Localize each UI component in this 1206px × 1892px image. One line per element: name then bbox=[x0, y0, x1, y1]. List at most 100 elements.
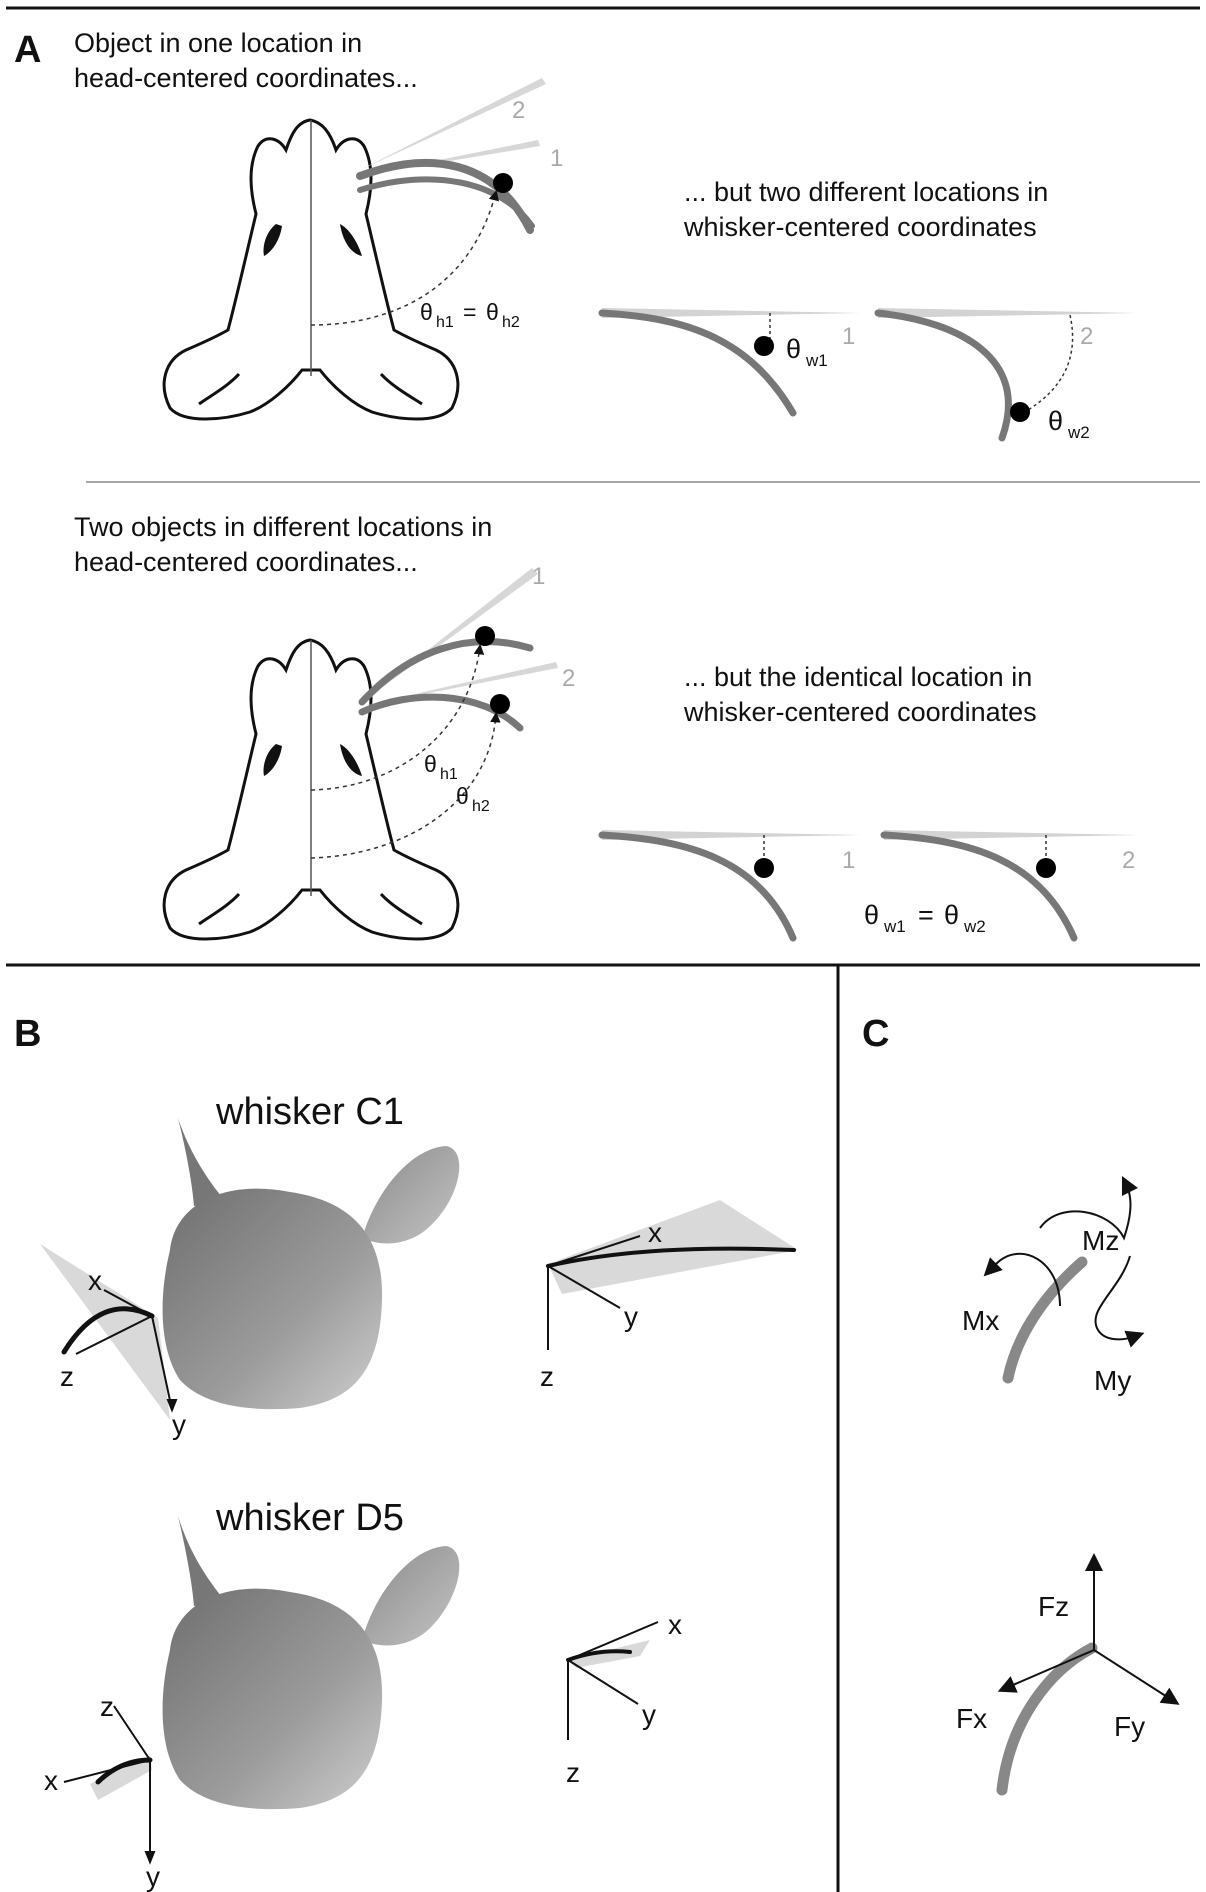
whisker-plane-c1-iso bbox=[548, 1200, 798, 1294]
whisker-d5-head bbox=[95, 1757, 153, 1785]
svg-text:θ: θ bbox=[486, 299, 499, 325]
axis-z-c1-head: z bbox=[60, 1361, 74, 1392]
axes-c1-head bbox=[75, 1289, 178, 1413]
svg-text:w1: w1 bbox=[805, 351, 828, 370]
bottom-right-caption-line1: ... but the identical location in bbox=[684, 662, 1032, 692]
axis-y-c1-iso: y bbox=[624, 1301, 638, 1332]
theta-h-arc-top bbox=[310, 189, 499, 326]
object-dot-bottom-1 bbox=[475, 626, 495, 646]
object-dot-bottom-2 bbox=[490, 694, 510, 714]
panel-c-label: C bbox=[862, 1013, 889, 1055]
head-whisker-num-2-top: 2 bbox=[512, 97, 525, 124]
svg-text:h1: h1 bbox=[440, 766, 458, 783]
head-whisker-num-1-top: 1 bbox=[550, 145, 563, 172]
whisker-moment bbox=[1002, 1256, 1088, 1384]
top-right-caption-line1: ... but two different locations in bbox=[684, 177, 1048, 207]
w2-num-bottom: 2 bbox=[1122, 847, 1135, 874]
force-fy-label: Fy bbox=[1114, 1711, 1145, 1742]
svg-text:θ: θ bbox=[424, 751, 437, 777]
w2-num-top: 2 bbox=[1080, 323, 1093, 350]
whisker-c1-title: whisker C1 bbox=[215, 1091, 404, 1133]
w1-num-bottom: 1 bbox=[842, 847, 855, 874]
rat-eye-right-icon bbox=[340, 744, 362, 776]
axes-d5-iso bbox=[567, 1621, 659, 1740]
moment-mx-label: Mx bbox=[962, 1305, 999, 1336]
whisker-d5-title: whisker D5 bbox=[215, 1497, 404, 1539]
theta-h2-label: θ h2 bbox=[456, 783, 490, 815]
panel-a-top: Object in one location in head-centered … bbox=[74, 28, 1138, 442]
whisker-c1-head bbox=[61, 1306, 155, 1355]
axis-y-d5-head: y bbox=[146, 1861, 160, 1892]
panel-a-bottom: Two objects in different locations in he… bbox=[74, 512, 1140, 942]
head-whisker-num-1-bottom: 1 bbox=[532, 563, 545, 590]
svg-text:w2: w2 bbox=[1067, 423, 1090, 442]
theta-w-equation-bottom: θ w1 = θ w2 bbox=[864, 900, 986, 936]
theta-h1-label: θ h1 bbox=[424, 751, 458, 783]
bottom-caption-line1: Two objects in different locations in bbox=[74, 512, 492, 542]
whisker-plane-d5-iso bbox=[568, 1640, 650, 1668]
theta-h1-arc bbox=[310, 643, 485, 791]
svg-text:θ: θ bbox=[864, 900, 879, 930]
axis-y-d5-iso: y bbox=[642, 1699, 656, 1730]
whisker-plane-d5 bbox=[90, 1756, 152, 1800]
top-caption-line1: Object in one location in bbox=[74, 28, 362, 58]
theta-w2-top: θ w2 bbox=[1048, 406, 1090, 442]
svg-text:=: = bbox=[463, 299, 476, 325]
whisker-frame-w2-bottom bbox=[880, 830, 1140, 942]
theta-w1-top: θ w1 bbox=[786, 334, 828, 370]
force-fz-label: Fz bbox=[1038, 1591, 1069, 1622]
bottom-right-caption-line2: whisker-centered coordinates bbox=[683, 697, 1037, 727]
svg-text:θ: θ bbox=[786, 334, 801, 364]
svg-text:θ: θ bbox=[456, 783, 469, 809]
theta-h2-arc bbox=[310, 711, 501, 859]
rat-head-3d-d5 bbox=[162, 1516, 460, 1810]
rat-eye-left-icon bbox=[263, 224, 282, 256]
axes-d5-head bbox=[63, 1705, 156, 1865]
axis-x-d5-head: x bbox=[44, 1765, 58, 1796]
panel-c-forces: Fz Fx Fy bbox=[956, 1553, 1180, 1796]
moment-arrows bbox=[983, 1175, 1145, 1348]
moment-my-label: My bbox=[1094, 1365, 1131, 1396]
whisker-plane-c1 bbox=[40, 1244, 170, 1420]
moment-mz-label: Mz bbox=[1082, 1225, 1119, 1256]
whisker-c1-iso bbox=[546, 1246, 796, 1268]
head-whiskers-top bbox=[356, 78, 546, 234]
panel-b-c1: whisker C1 x z y x y z bbox=[40, 1091, 798, 1440]
svg-text:w1: w1 bbox=[883, 917, 906, 936]
rat-head-3d-c1 bbox=[162, 1118, 460, 1410]
whisker-frame-w2-top bbox=[874, 308, 1138, 442]
axes-c1-iso bbox=[547, 1235, 641, 1350]
svg-text:=: = bbox=[918, 900, 934, 930]
rat-eye-right-icon bbox=[340, 224, 362, 256]
whisker-frame-w1-bottom bbox=[598, 830, 862, 942]
axis-z-d5-head: z bbox=[100, 1691, 114, 1722]
force-arrows bbox=[997, 1553, 1180, 1705]
axis-x-d5-iso: x bbox=[668, 1609, 682, 1640]
top-right-caption-line2: whisker-centered coordinates bbox=[683, 212, 1037, 242]
theta-h-equation: θ h1 = θ h2 bbox=[420, 299, 520, 331]
axis-z-c1-iso: z bbox=[540, 1361, 554, 1392]
force-fx-label: Fx bbox=[956, 1703, 987, 1734]
object-dot-top bbox=[493, 173, 513, 193]
svg-text:h2: h2 bbox=[502, 314, 520, 331]
panel-b-d5: whisker D5 z x y x y z bbox=[44, 1497, 682, 1892]
axis-x-c1-head: x bbox=[88, 1265, 102, 1296]
head-whisker-num-2-bottom: 2 bbox=[562, 665, 575, 692]
svg-text:θ: θ bbox=[420, 299, 433, 325]
svg-text:w2: w2 bbox=[963, 917, 986, 936]
svg-text:h2: h2 bbox=[472, 798, 490, 815]
svg-text:h1: h1 bbox=[436, 314, 454, 331]
axis-y-c1-head: y bbox=[172, 1409, 186, 1440]
head-whiskers-bottom bbox=[358, 568, 558, 732]
panel-c-moments: Mx My Mz bbox=[962, 1175, 1145, 1396]
top-caption-line2: head-centered coordinates... bbox=[74, 63, 418, 93]
rat-eye-left-icon bbox=[263, 744, 282, 776]
axis-z-d5-iso: z bbox=[566, 1757, 580, 1788]
panel-b-label: B bbox=[14, 1013, 41, 1055]
panel-a-label: A bbox=[14, 29, 41, 71]
whisker-frame-w1-top bbox=[598, 308, 862, 417]
bottom-caption-line2: head-centered coordinates... bbox=[74, 547, 418, 577]
svg-text:θ: θ bbox=[1048, 406, 1063, 436]
axis-x-c1-iso: x bbox=[648, 1217, 662, 1248]
